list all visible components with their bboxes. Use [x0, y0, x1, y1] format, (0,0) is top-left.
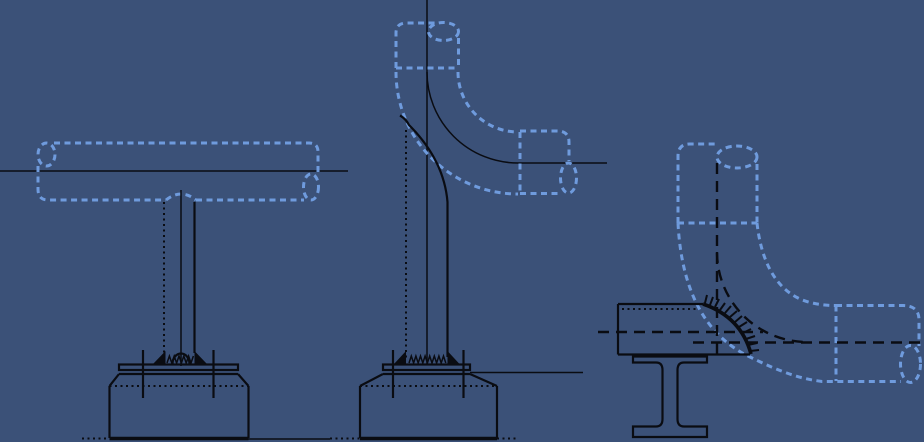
pipe-run-top-edge — [54, 141, 320, 174]
gusset-right — [447, 351, 460, 364]
elbow-outer-arc — [394, 71, 519, 196]
elbow-inner-arc — [755, 222, 837, 307]
elbow-centerline-arc — [426, 71, 519, 164]
side-view — [358, 0, 607, 438]
pipe-run-bottom-left-edge — [36, 166, 166, 202]
pipe-end-ellipse — [559, 161, 578, 195]
pipe-end-left-ellipse — [36, 141, 57, 168]
pipe-shoe-plate — [616, 302, 750, 356]
concrete-pedestal — [358, 372, 499, 438]
drain-arch — [171, 352, 191, 365]
pipe-end-right-ellipse — [302, 172, 320, 202]
front-view — [0, 141, 348, 438]
pipe-open-end-ellipse — [715, 144, 759, 170]
elbow-inner-arc — [456, 71, 519, 134]
base-plate — [381, 363, 472, 372]
horizontal-pipe-top-edge — [836, 304, 921, 346]
vertical-pipe-left-edge — [676, 142, 716, 223]
curved-plate-front-edge — [399, 114, 449, 357]
horizontal-pipe-top-edge — [520, 129, 571, 161]
concrete-pedestal — [108, 372, 250, 438]
gusset-left — [394, 351, 406, 364]
weld-zigzag — [408, 353, 447, 366]
weld-zigzag — [166, 353, 195, 366]
gusset-left — [153, 351, 166, 364]
grade-line — [82, 436, 516, 441]
elbow-outer-arc — [676, 222, 901, 383]
gusset-right — [194, 351, 207, 364]
pipe-open-end-ellipse — [427, 21, 460, 42]
vertical-pipe-left-edge — [394, 21, 437, 68]
base-plate — [117, 363, 240, 372]
pipe-bend-centerline-arc — [715, 251, 808, 344]
pipe-end-ellipse — [899, 344, 922, 384]
curved-weld-seam — [702, 302, 753, 355]
end-view — [598, 142, 924, 439]
steel-i-beam — [631, 355, 709, 439]
